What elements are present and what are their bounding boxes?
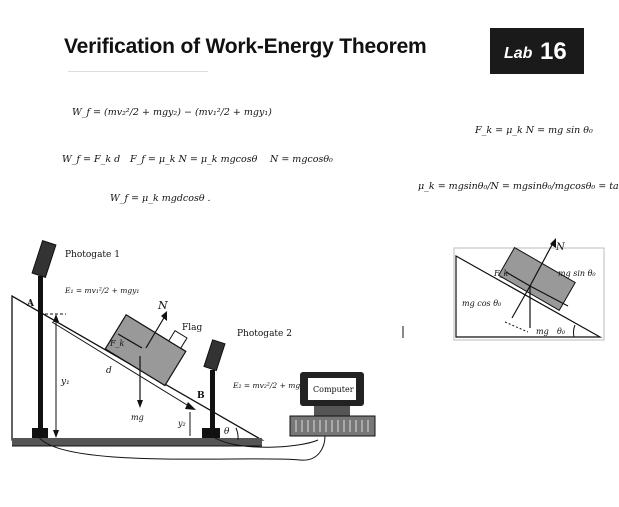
fbd-dashed xyxy=(504,321,529,333)
distance-d-arrow xyxy=(51,321,193,409)
fbd-mg-cos-arrow xyxy=(511,285,531,319)
point-b-label: B xyxy=(197,391,205,401)
photogate-1-pole xyxy=(38,276,43,428)
flag-label: Flag xyxy=(182,323,202,333)
fbd-normal-arrow-head xyxy=(550,238,556,248)
equation-friction-force: F_f = μ_k N = μ_k mgcosθ xyxy=(130,154,258,165)
ground-hatch xyxy=(12,438,262,446)
fbd-mg-cos-label: mg cos θ₀ xyxy=(462,299,502,308)
energy-e1-label: E₁ = mv₁²/2 + mgy₁ xyxy=(64,286,139,295)
normal-force-label: N xyxy=(157,299,168,312)
distance-d-label: d xyxy=(106,366,112,376)
angle-theta-arc xyxy=(235,427,239,441)
photogate-1-label: Photogate 1 xyxy=(65,250,120,260)
friction-force-label: F_k xyxy=(109,339,125,348)
energy-e2-label: E₂ = mv₂²/2 + mgy₂ xyxy=(232,381,307,390)
angle-theta-label: θ xyxy=(224,427,230,437)
fbd-mg-sin-arrow xyxy=(529,285,569,307)
equation-normal-force: N = mgcosθ₀ xyxy=(270,154,333,165)
normal-force-arrow-head xyxy=(161,311,167,321)
photogate-1-sensor xyxy=(31,240,57,278)
equation-work-fk-d: W_f = F_k d xyxy=(62,154,121,165)
lab-badge: Lab 16 xyxy=(490,28,584,74)
free-body-incline xyxy=(455,254,603,338)
computer-screen xyxy=(308,378,356,400)
computer-label: Computer xyxy=(313,385,354,394)
friction-force-arrow xyxy=(117,333,143,349)
fbd-weight-label: mg xyxy=(536,327,549,336)
photogate-2-sensor xyxy=(203,339,226,372)
block-body xyxy=(104,313,187,387)
cable-photogate-1 xyxy=(37,435,326,461)
fbd-normal-label: N xyxy=(555,242,566,253)
fbd-mg-sin-label: mg sin θ₀ xyxy=(558,269,596,278)
free-body-block-rect xyxy=(497,246,576,311)
y1-arrow-bottom xyxy=(53,430,59,438)
weight-label: mg xyxy=(131,413,144,422)
equation-fk-right: F_k = μ_k N = mg sin θ₀ xyxy=(475,125,593,136)
block-flag xyxy=(168,330,188,349)
page-title: Verification of Work-Energy Theorem xyxy=(64,35,427,58)
fbd-friction-arrow xyxy=(505,271,531,287)
photogate-2-label: Photogate 2 xyxy=(237,329,292,339)
fbd-angle-arc xyxy=(573,324,576,338)
title-divider xyxy=(68,71,208,72)
weight-arrow-head xyxy=(137,400,143,408)
equation-work-final: W_f = μ_k mgdcosθ . xyxy=(110,193,211,204)
photogate-2-pole xyxy=(210,370,215,430)
fbd-friction-label: F_k xyxy=(493,269,509,278)
photogate-1-base xyxy=(32,428,48,438)
fbd-normal-arrow xyxy=(529,242,554,287)
equation-mu-k: μ_k = mgsinθ₀/N = mgsinθ₀/mgcosθ₀ = tanθ… xyxy=(418,181,619,192)
lab-badge-number: 16 xyxy=(540,38,567,65)
free-body-block xyxy=(497,246,576,311)
normal-force-arrow xyxy=(145,315,166,349)
sliding-block xyxy=(104,313,188,387)
fbd-angle-label: θ₀ xyxy=(557,327,566,336)
y2-label: y₂ xyxy=(177,419,186,428)
y1-label: y₁ xyxy=(60,377,70,387)
distance-d-arrow-head xyxy=(185,402,196,410)
y1-arrow-top xyxy=(53,314,59,322)
cable-photogate-2 xyxy=(214,437,319,448)
keyboard-keys xyxy=(295,420,369,432)
lab-badge-label: Lab xyxy=(504,45,533,62)
photogate-2-base xyxy=(202,428,220,438)
computer-base xyxy=(314,406,350,416)
point-a-label: A xyxy=(26,299,35,309)
equation-work-energy: W_f = (mv₂²/2 + mgy₂) − (mv₁²/2 + mgy₁) xyxy=(72,107,272,118)
